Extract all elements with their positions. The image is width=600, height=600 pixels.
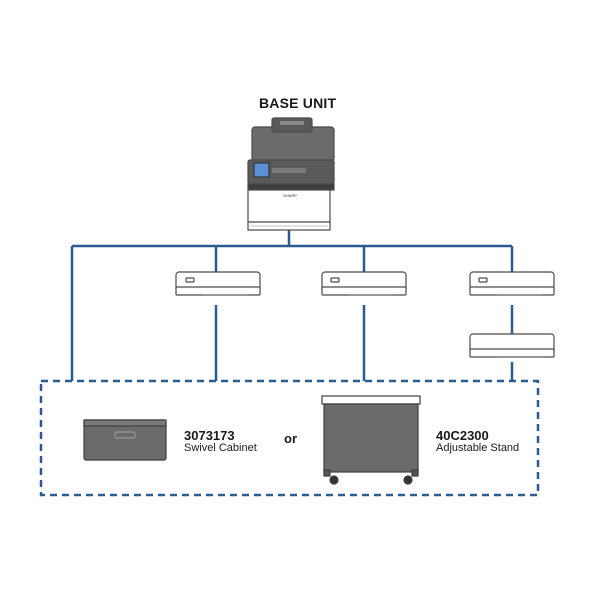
- base-unit-title: BASE UNIT: [259, 95, 337, 111]
- adjustable-stand-code: 40C2300: [436, 428, 489, 443]
- paper-tray-4-icon: [469, 333, 555, 358]
- base-unit-printer-icon: SHARP: [247, 117, 335, 231]
- paper-tray-3-icon: [469, 271, 555, 296]
- swivel-cabinet-icon: [83, 419, 167, 461]
- adjustable-stand-icon: [321, 395, 421, 485]
- options-dashed-box: [39, 379, 540, 497]
- svg-text:SHARP: SHARP: [283, 193, 297, 198]
- paper-tray-2-icon: [321, 271, 407, 296]
- paper-tray-1-icon: [175, 271, 261, 296]
- connector-lines: [70, 230, 514, 381]
- swivel-cabinet-name: Swivel Cabinet: [184, 442, 257, 454]
- adjustable-stand-name: Adjustable Stand: [436, 442, 520, 454]
- swivel-cabinet-code: 3073173: [184, 428, 235, 443]
- or-connector-label: or: [284, 431, 297, 446]
